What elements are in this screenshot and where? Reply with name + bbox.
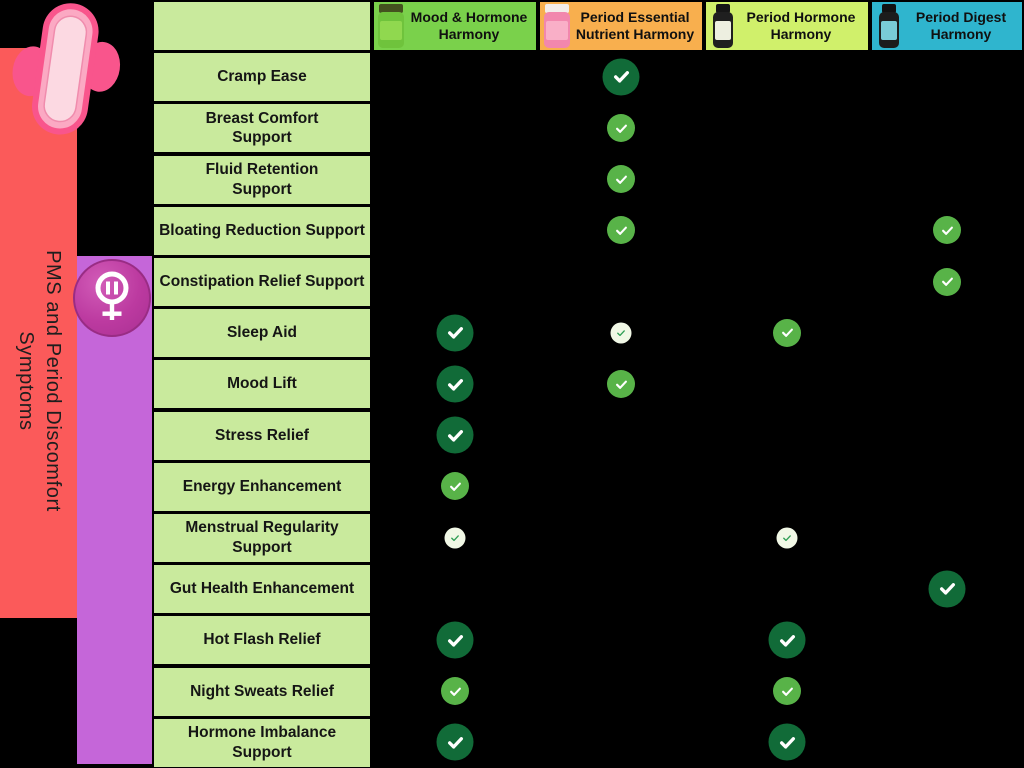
symptom-label: Gut Health Enhancement [152,563,372,616]
check-icon [602,58,640,96]
product-column-header-period-essential: Period Essential Nutrient Harmony [538,0,704,52]
product-name: Period Digest Harmony [915,8,1007,43]
pms-label-line2: Symptoms [15,331,37,431]
symptom-label: Hormone Imbalance Support [152,716,372,768]
check-icon [768,723,806,761]
product-bottle-image [876,4,902,48]
check-icon [441,677,469,706]
check-icon [436,416,474,454]
female-symbol-pause-icon [73,259,151,337]
check-icon [607,370,635,398]
perimenopause-category-strip: Perimenopause and Menopause Symptoms [77,256,203,768]
symptom-label: Bloating Reduction Support [152,204,372,257]
check-icon [436,365,474,403]
check-icon [776,527,798,549]
symptom-label: Stress Relief [152,409,372,462]
product-name: Mood & Hormone Harmony [410,8,528,43]
female-pause-glyph [95,271,129,320]
pms-label-line1: PMS and Period Discomfort [42,250,64,512]
check-icon [933,216,961,245]
symptom-label: Cramp Ease [152,51,372,104]
check-icon [436,314,474,352]
symptom-label: Sleep Aid [152,307,372,360]
symptom-label: Hot Flash Relief [152,614,372,667]
check-icon [436,723,474,761]
sanitary-pad-icon [12,3,121,135]
check-icon [773,318,801,347]
product-bottle-image [378,4,404,48]
check-icon [610,322,632,344]
check-icon [444,527,466,549]
product-column-header-period-hormone: Period Hormone Harmony [704,0,870,52]
product-bottle-image [710,4,736,48]
product-bottle-image [544,4,570,48]
symptom-label: Breast Comfort Support [152,102,372,155]
check-icon [928,570,966,608]
product-column-header-mood-hormone: Mood & Hormone Harmony [372,0,538,52]
symptom-label: Night Sweats Relief [152,665,372,718]
check-icon [607,216,635,245]
check-icon [436,621,474,659]
check-icon [773,677,801,706]
symptom-label: Fluid Retention Support [152,153,372,206]
product-name: Period Hormone Harmony [746,8,856,43]
check-icon [768,621,806,659]
symptom-label: Constipation Relief Support [152,256,372,308]
symptom-label: Energy Enhancement [152,460,372,513]
check-icon [607,165,635,194]
table-corner-cell [152,0,372,52]
check-icon [933,267,961,296]
symptom-label: Menstrual Regularity Support [152,512,372,564]
check-icon [441,472,469,501]
check-icon [607,114,635,142]
product-name: Period Essential Nutrient Harmony [575,8,695,43]
symptom-label: Mood Lift [152,358,372,411]
product-column-header-period-digest: Period Digest Harmony [870,0,1024,52]
